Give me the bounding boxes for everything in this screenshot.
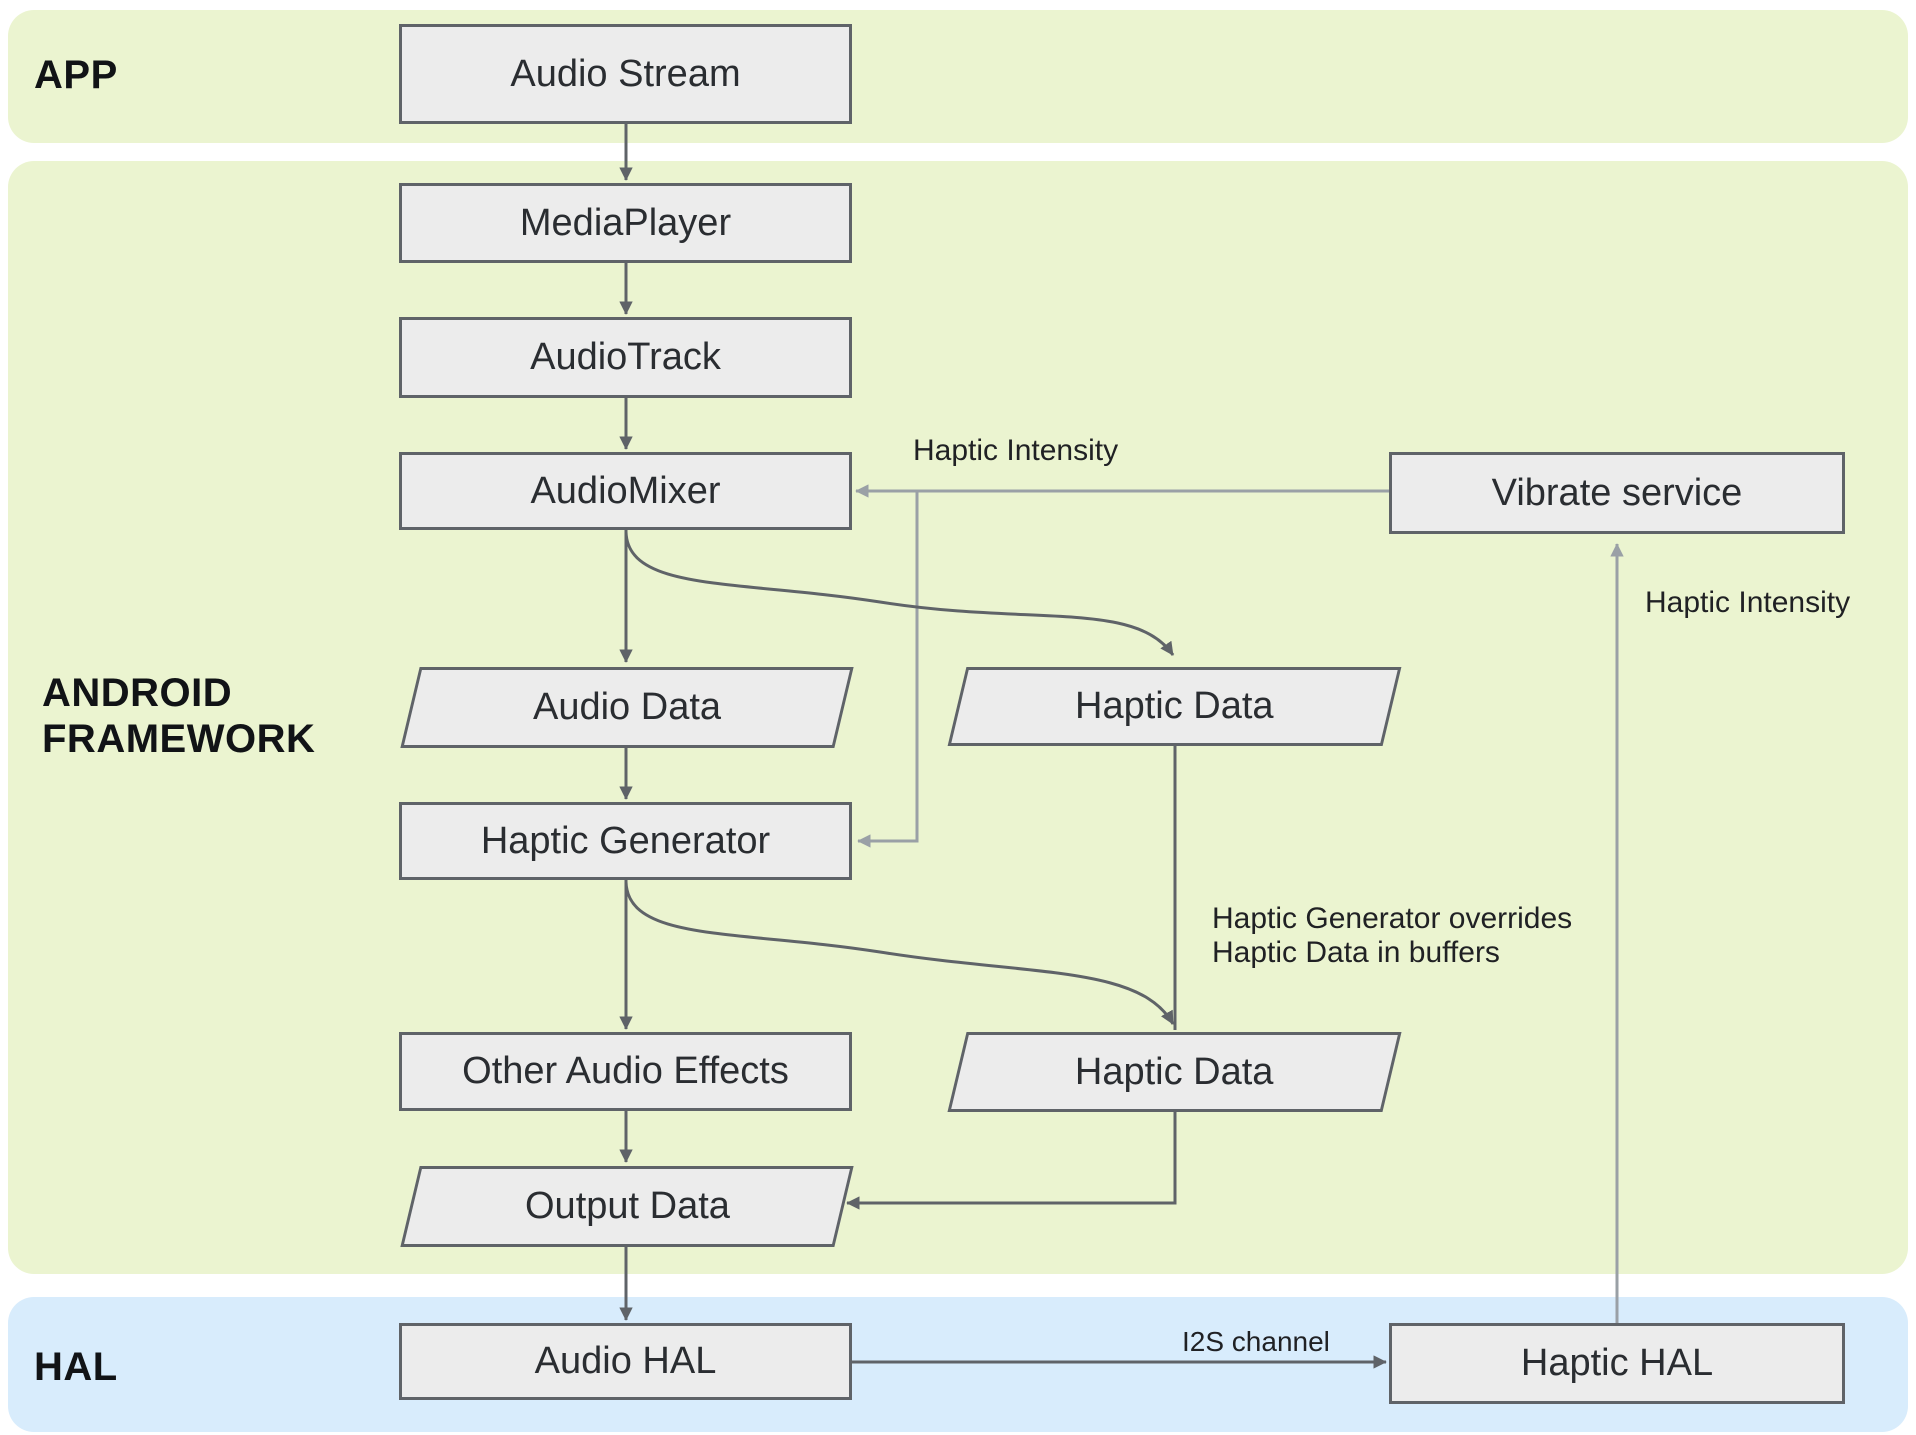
edge-vibrate-to-hapticgenerator [857, 491, 919, 848]
band-label-framework: ANDROID FRAMEWORK [42, 670, 315, 762]
band-label-hal: HAL [34, 1345, 118, 1389]
band-label-app: APP [34, 53, 118, 97]
node-audio-track: AudioTrack [399, 317, 852, 398]
node-other-audio-effects: Other Audio Effects [399, 1032, 852, 1111]
node-audio-data: Audio Data [400, 667, 854, 748]
node-audio-data-label: Audio Data [532, 686, 721, 728]
node-audio-mixer-label: AudioMixer [530, 469, 721, 512]
node-audio-hal: Audio HAL [399, 1323, 852, 1400]
node-output-data-label: Output Data [524, 1185, 730, 1227]
annotation-haptic-intensity-hal: Haptic Intensity [1645, 586, 1851, 619]
node-haptic-generator-label: Haptic Generator [480, 819, 771, 862]
node-haptic-hal: Haptic HAL [1389, 1323, 1845, 1404]
band-label-framework-line1: ANDROID [42, 671, 233, 715]
node-audio-stream-label: Audio Stream [510, 52, 741, 95]
node-vibrate-service: Vibrate service [1389, 452, 1845, 534]
node-haptic-generator: Haptic Generator [399, 802, 852, 880]
edge-hapticgenerator-to-hapticdata2 [624, 881, 1175, 1025]
annotation-override-note: Haptic Generator overrides Haptic Data i… [1212, 902, 1572, 970]
band-app [8, 10, 1908, 143]
annotation-override-note-line1: Haptic Generator overrides [1212, 902, 1573, 935]
node-other-audio-effects-label: Other Audio Effects [462, 1050, 789, 1092]
node-audio-hal-label: Audio HAL [534, 1340, 717, 1382]
edge-audiomixer-to-hapticdata1 [624, 531, 1175, 656]
node-haptic-data-2: Haptic Data [947, 1032, 1402, 1112]
node-output-data: Output Data [400, 1166, 854, 1247]
node-audio-stream: Audio Stream [399, 24, 852, 124]
annotation-override-note-line2: Haptic Data in buffers [1212, 936, 1500, 969]
node-audio-mixer: AudioMixer [399, 452, 852, 530]
node-haptic-data-2-label: Haptic Data [1075, 1050, 1274, 1093]
annotation-haptic-intensity-mixer: Haptic Intensity [913, 434, 1119, 467]
band-label-framework-line2: FRAMEWORK [42, 717, 316, 761]
node-haptic-data-1-label: Haptic Data [1075, 685, 1274, 727]
annotation-i2s-channel: I2S channel [1182, 1326, 1330, 1357]
edge-hapticdata2-to-outputdata [846, 1112, 1177, 1210]
node-media-player-label: MediaPlayer [519, 201, 732, 244]
node-haptic-data-1: Haptic Data [947, 667, 1402, 746]
node-media-player: MediaPlayer [399, 183, 852, 263]
node-audio-track-label: AudioTrack [530, 336, 721, 378]
node-vibrate-service-label: Vibrate service [1491, 471, 1743, 514]
node-haptic-hal-label: Haptic HAL [1520, 1342, 1714, 1384]
